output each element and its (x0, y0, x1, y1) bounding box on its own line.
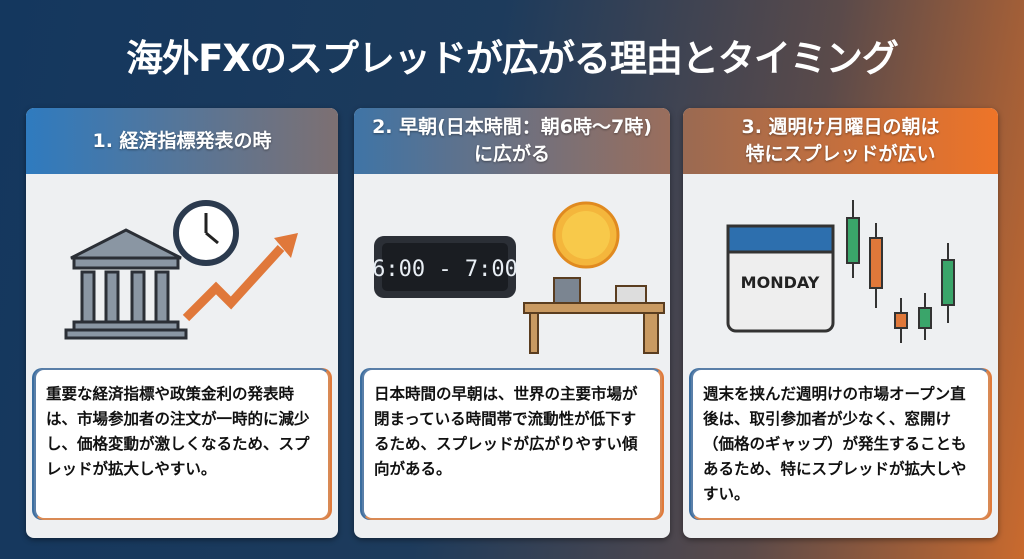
heading-line: 特にスプレッドが広い (745, 143, 936, 165)
clock-text: 6:00 - 7:00 (372, 257, 518, 282)
description-box: 重要な経済指標や政策金利の発表時は、市場参加者の注文が一時的に減少し、価格変動が… (34, 368, 330, 520)
bank-clock-chart-illustration (64, 200, 298, 340)
card-early-morning: 2. 早朝(日本時間：朝6時〜7時) に広がる 6:00 - 7:00 日本時間の… (354, 108, 670, 538)
description-box: 週末を挟んだ週明けの市場オープン直後は、取引参加者が少なく、窓開け（価格のギャッ… (691, 368, 990, 520)
page-title: 海外FXのスプレッドが広がる理由とタイミング (126, 37, 899, 80)
card-heading: 2. 早朝(日本時間：朝6時〜7時) に広がる (354, 108, 670, 174)
calendar-text: MONDAY (741, 273, 820, 292)
heading-line: に広がる (473, 143, 550, 165)
desk-icon (523, 277, 665, 354)
bank-icon (64, 228, 188, 340)
calendar-candlestick-illustration: MONDAY (726, 200, 955, 343)
heading-line: 1. 経済指標発表の時 (92, 129, 272, 152)
card-economic-indicators: 1. 経済指標発表の時 重要な経済指標や政策金利の発表時は、市場参加者の注文が一… (26, 108, 338, 538)
rising-arrow-icon (182, 244, 285, 322)
clock-icon (173, 200, 239, 266)
digital-clock-icon: 6:00 - 7:00 (372, 236, 518, 298)
heading-line: 2. 早朝(日本時間：朝6時〜7時) (372, 116, 652, 138)
calendar-icon: MONDAY (726, 224, 835, 333)
clock-sun-desk-illustration: 6:00 - 7:00 (372, 201, 665, 354)
card-monday-morning: 3. 週明け月曜日の朝は特にスプレッドが広い MONDAY 週末を挟んだ週明けの… (683, 108, 998, 538)
card-heading: 3. 週明け月曜日の朝は特にスプレッドが広い (683, 108, 998, 174)
heading-line: 3. 週明け月曜日の朝は (741, 116, 940, 138)
sun-icon (552, 201, 620, 269)
candlestick-chart-icon (846, 200, 955, 343)
description-box: 日本時間の早朝は、世界の主要市場が閉まっている時間帯で流動性が低下するため、スプ… (362, 368, 662, 520)
card-heading: 1. 経済指標発表の時 (26, 108, 338, 174)
